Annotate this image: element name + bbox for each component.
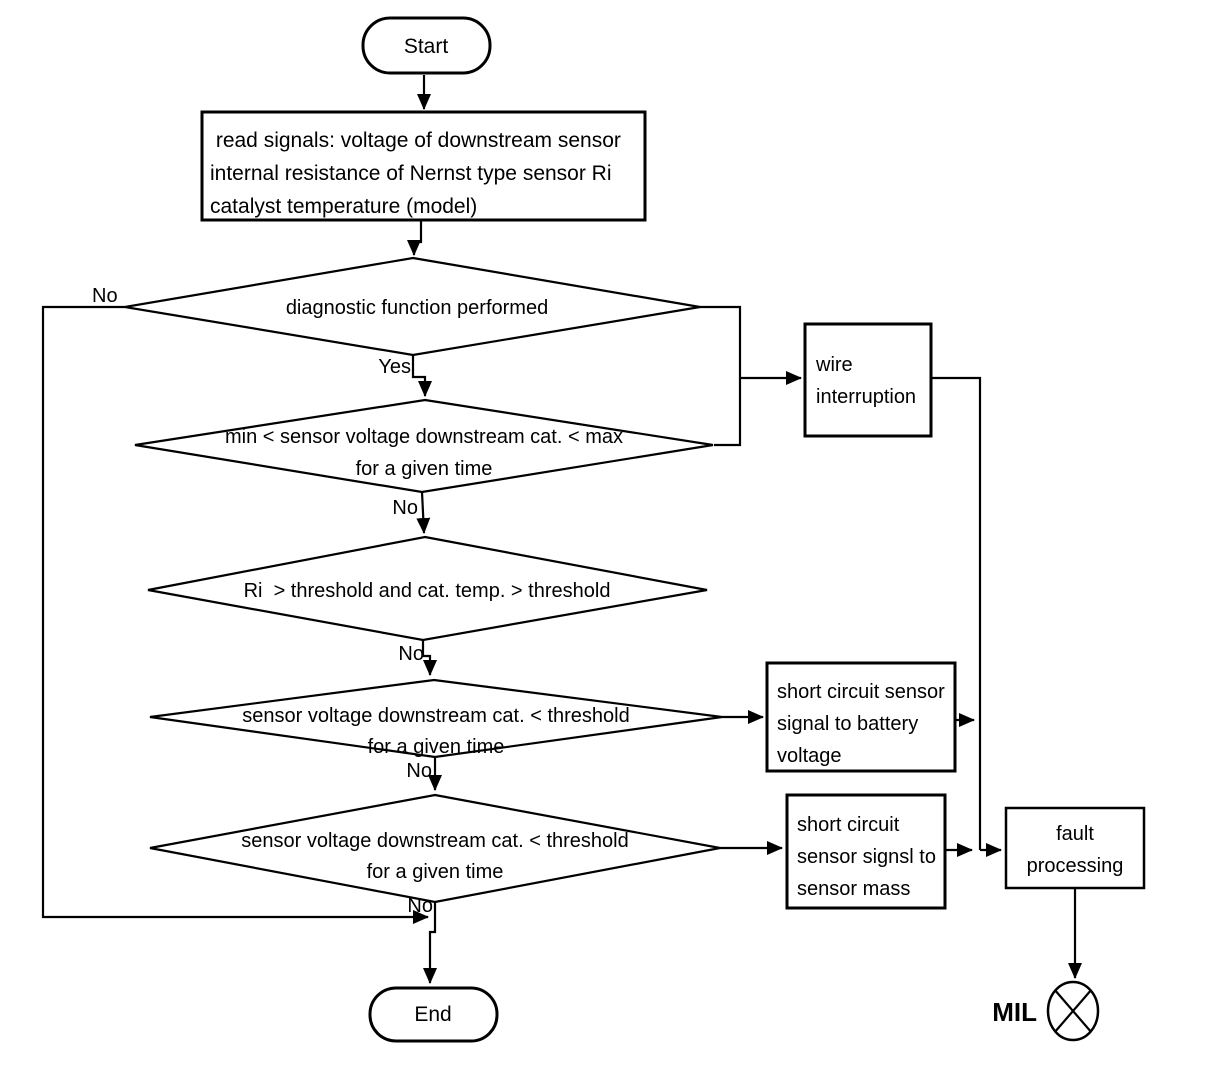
decision-voltage-battery-line1: sensor voltage downstream cat. < thresho…: [242, 705, 629, 727]
edge-diagnostic-no-loop: [41, 305, 429, 924]
wire-interruption-line1: wire: [815, 354, 853, 376]
label-diagnostic-no: No: [92, 285, 118, 307]
decision-voltage-mass: [149, 793, 721, 904]
decision-voltage-battery-line2: for a given time: [368, 736, 505, 758]
read-signals-line2: internal resistance of Nernst type senso…: [210, 162, 612, 185]
decision-voltage-mass-line1: sensor voltage downstream cat. < thresho…: [241, 830, 628, 852]
fault-processing-line2: processing: [1027, 855, 1124, 877]
decision-voltage-range-line1: min < sensor voltage downstream cat. < m…: [225, 426, 623, 448]
short-circuit-mass-box: [785, 793, 947, 910]
wire-interruption-line2: interruption: [816, 386, 916, 408]
label-ri-temp-no: No: [398, 643, 424, 665]
edge-ri-temp-no: [421, 640, 437, 676]
short-circuit-mass-line2: sensor signsl to: [797, 846, 936, 868]
decision-voltage-mass-line2: for a given time: [367, 861, 504, 883]
mil-label: MIL: [992, 997, 1037, 1027]
short-circuit-battery-box: [765, 661, 957, 773]
edge-voltage-mass-no-to-end: [423, 902, 437, 984]
edge-wire-interruption-out: [932, 376, 982, 850]
read-signals-line3: catalyst temperature (model): [210, 195, 477, 218]
start-node: [361, 16, 492, 75]
short-circuit-battery-line3: voltage: [777, 745, 842, 767]
decision-diagnostic-label: diagnostic function performed: [286, 297, 548, 319]
end-label: End: [414, 1003, 451, 1026]
edge-read-signals-to-diagnostic: [407, 220, 423, 256]
fault-processing-line1: fault: [1056, 823, 1094, 845]
label-diagnostic-yes: Yes: [378, 356, 411, 378]
decision-voltage-range-line2: for a given time: [356, 458, 493, 480]
label-voltage-mass-no: No: [407, 895, 433, 917]
wire-interruption-box: [803, 322, 933, 438]
decision-ri-temp: [147, 535, 708, 642]
edge-voltage-range-no: [416, 491, 431, 534]
short-circuit-mass-line3: sensor mass: [797, 878, 910, 900]
decision-voltage-range: [134, 398, 714, 494]
fault-processing-box: [1004, 806, 1146, 890]
mil-lamp-icon: [1046, 980, 1100, 1042]
short-circuit-mass-line1: short circuit: [797, 814, 900, 836]
decision-diagnostic: [124, 256, 701, 357]
decision-ri-temp-label: Ri > threshold and cat. temp. > threshol…: [244, 580, 611, 602]
label-voltage-battery-no: No: [406, 760, 432, 782]
start-label: Start: [404, 35, 449, 58]
short-circuit-battery-line1: short circuit sensor: [777, 681, 945, 703]
edge-diagnostic-yes: [411, 355, 432, 397]
read-signals-box: [200, 110, 647, 222]
end-node: [368, 986, 499, 1043]
read-signals-line1: read signals: voltage of downstream sens…: [210, 129, 621, 152]
edge-diamonds-right-bus: [700, 305, 742, 447]
short-circuit-battery-line2: signal to battery: [777, 713, 918, 735]
decision-voltage-battery: [149, 678, 723, 759]
label-voltage-range-no: No: [392, 497, 418, 519]
mil-lamp-cross-2: [1054, 989, 1092, 1033]
